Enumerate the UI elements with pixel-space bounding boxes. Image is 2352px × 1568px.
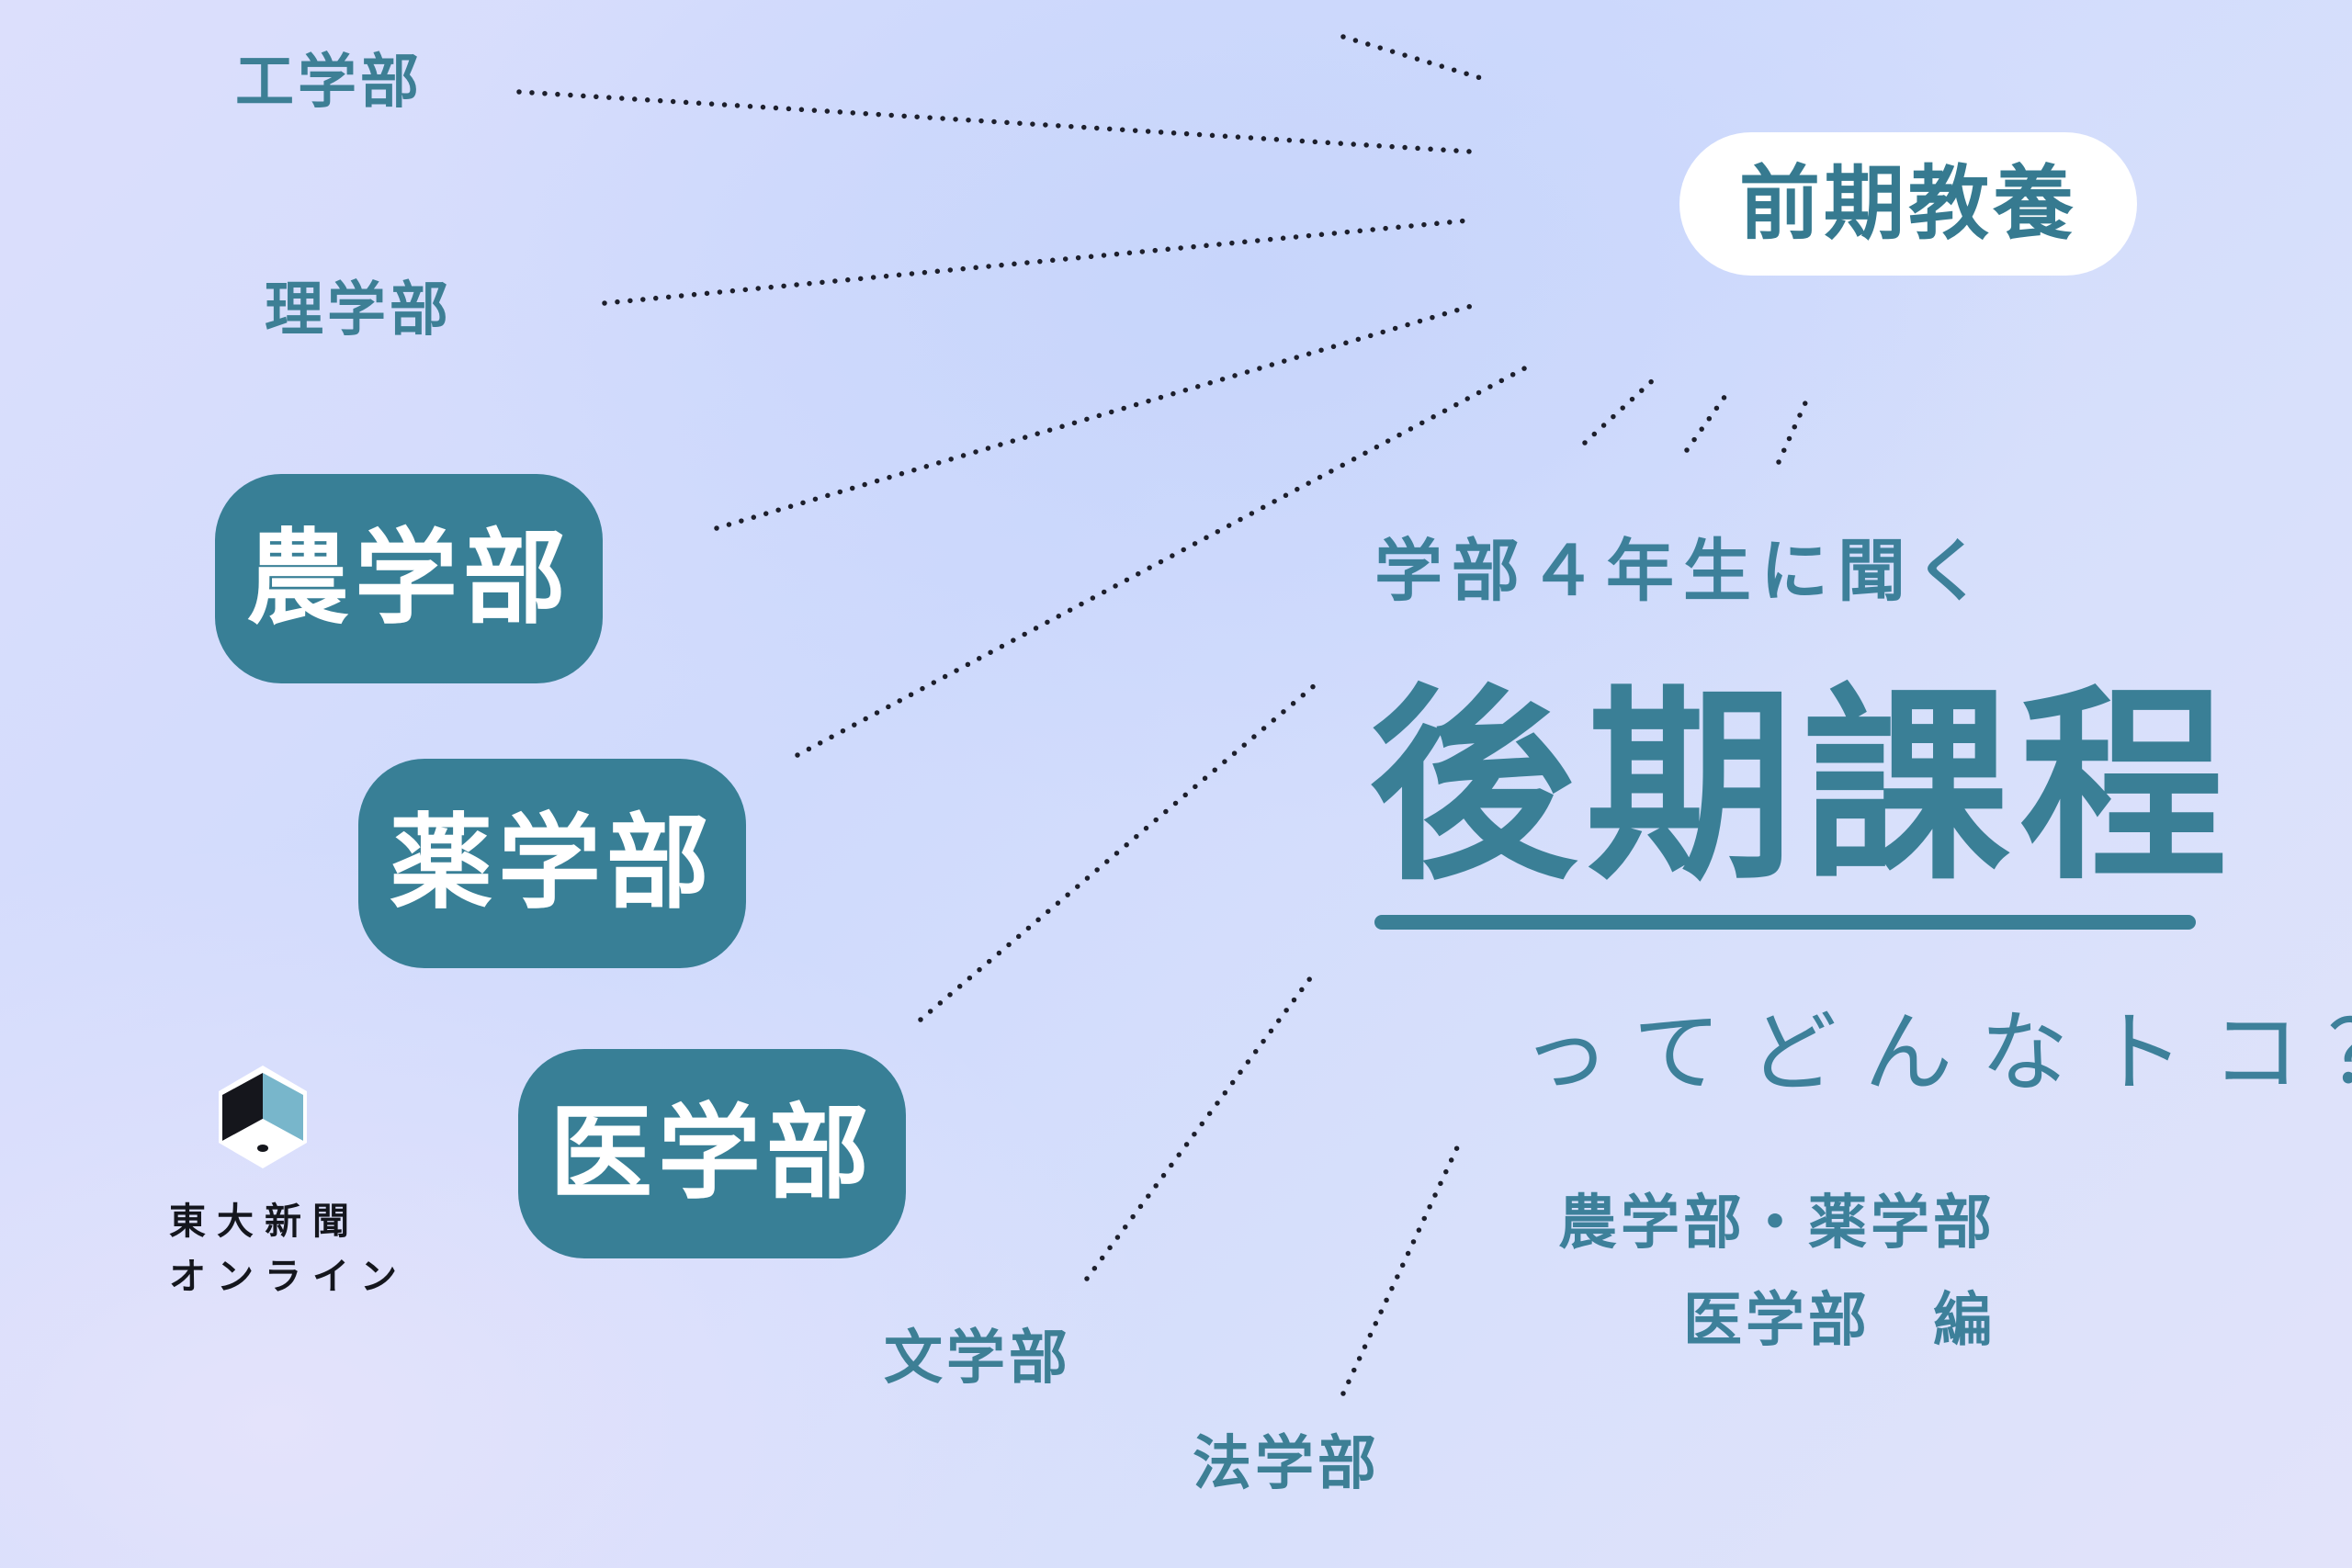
- cube-logo-icon: [219, 1066, 307, 1168]
- letters-label: 文学部: [884, 1325, 1071, 1393]
- early-stage-pill: 前期教養: [1679, 132, 2137, 276]
- edition-line-1: 農学部・薬学部: [1558, 1190, 1996, 1258]
- dotted-line: [602, 218, 1471, 306]
- dotted-line: [714, 300, 1484, 531]
- medicine-label: 医学部: [549, 1094, 875, 1213]
- agriculture-label: 農学部: [246, 519, 571, 638]
- edition-line-2: 医学部 編: [1683, 1287, 1996, 1355]
- pharmacy-pill: 薬学部: [358, 759, 746, 968]
- engineering-label: 工学部: [235, 49, 423, 117]
- logo-text-line-2: オンライン: [169, 1256, 408, 1298]
- early-stage-label: 前期教養: [1738, 156, 2077, 251]
- medicine-pill: 医学部: [518, 1049, 906, 1258]
- dotted-line: [1340, 1141, 1462, 1396]
- subtitle: 学部４年生に聞く: [1374, 532, 1992, 611]
- pharmacy-label: 薬学部: [390, 804, 715, 923]
- dotted-line: [1084, 968, 1318, 1281]
- dotted-line: [1776, 394, 1811, 465]
- dotted-line: [1340, 34, 1484, 81]
- agriculture-pill: 農学部: [215, 474, 603, 683]
- title-underline: [1374, 915, 2196, 930]
- dotted-line: [1582, 377, 1657, 446]
- logo-text-line-1: 東大新聞: [169, 1201, 360, 1243]
- dotted-line: [516, 89, 1473, 154]
- question-text: ってどんなトコ？: [1521, 1001, 2352, 1104]
- science-label: 理学部: [265, 276, 452, 344]
- main-title: 後期課程: [1369, 667, 2237, 908]
- law-label: 法学部: [1193, 1430, 1380, 1498]
- dotted-line: [1684, 390, 1730, 453]
- dotted-line: [918, 677, 1324, 1022]
